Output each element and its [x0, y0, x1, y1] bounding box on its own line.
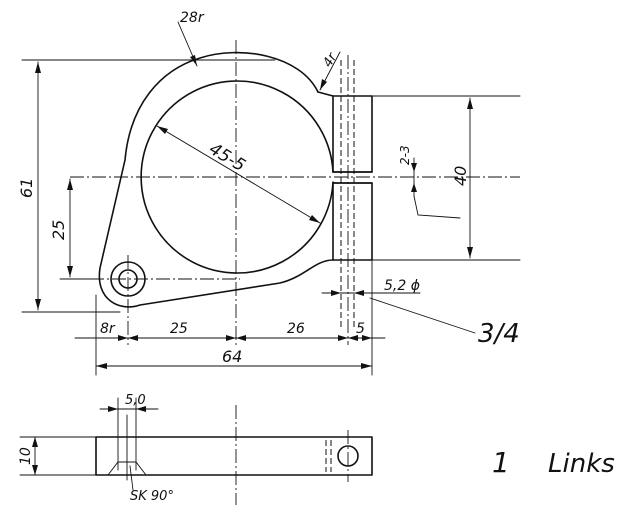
- label-28r: 28r: [180, 10, 205, 26]
- label-slot-gap: 2-3: [398, 145, 412, 165]
- label-25-horizontal: 25: [170, 321, 188, 337]
- label-hole-dia: 5,2 ϕ: [384, 278, 420, 294]
- dim-hole-arrow-1: [331, 290, 341, 296]
- dim-slot-arrow-2: [411, 183, 417, 192]
- label-part-ref: 3/4: [478, 319, 520, 349]
- sk-leader: [129, 465, 134, 491]
- clamp-block-upper: [332, 95, 373, 173]
- label-4r: 4r: [320, 49, 341, 70]
- dim-hole-arrow-2: [354, 290, 364, 296]
- label-10: 10: [18, 447, 34, 465]
- dim-dia-arrow-2: [309, 215, 320, 223]
- side-view: [19, 397, 373, 505]
- label-61: 61: [17, 178, 36, 198]
- label-25-vertical: 25: [49, 220, 68, 240]
- label-64: 64: [222, 347, 242, 366]
- dim-40-arrow-top: [467, 98, 473, 109]
- label-26: 26: [287, 321, 305, 337]
- side-hole: [337, 445, 359, 467]
- dim-10-arrow-2: [32, 465, 38, 475]
- label-5-0: 5,0: [125, 393, 146, 408]
- dim-dia-line: [156, 125, 321, 224]
- dim-40-arrow-bottom: [467, 247, 473, 258]
- label-40: 40: [451, 166, 470, 186]
- dim-slot-arrow-1: [411, 163, 417, 172]
- label-diameter: 45-5: [205, 139, 248, 176]
- part-outline: [98, 51, 334, 308]
- dim-5-0-arrow-2: [136, 406, 146, 412]
- leader-4r-arrow: [320, 79, 327, 90]
- dim-61-arrow-bottom: [35, 299, 41, 310]
- label-8r: 8r: [100, 321, 116, 337]
- leader-3-4: [369, 297, 476, 334]
- leader-28r-arrow: [190, 55, 197, 66]
- dim-row1-arrow-e: [338, 335, 348, 341]
- top-view: [21, 21, 521, 376]
- side-outline: [95, 436, 373, 476]
- slot-leader: [413, 195, 461, 219]
- dim-row1-arrow-c: [226, 335, 236, 341]
- dim-5-0-arrow-1: [108, 406, 118, 412]
- label-part-name: Links: [548, 449, 615, 479]
- dim-64-arrow-1: [96, 363, 107, 369]
- dim-64-arrow-2: [361, 363, 372, 369]
- dim-row1-arrow-a: [118, 335, 128, 341]
- label-countersink: SK 90°: [130, 489, 174, 504]
- dim-dia-arrow-1: [157, 126, 168, 134]
- label-part-number: 1: [492, 446, 510, 479]
- dim-row1-arrow-g: [362, 335, 372, 341]
- fillet-4r-edge: [317, 91, 334, 97]
- label-5: 5: [356, 321, 365, 337]
- dim-25v-arrow-top: [67, 179, 73, 190]
- dim-row1-arrow-f: [348, 335, 358, 341]
- clamp-block-lower: [332, 182, 373, 261]
- dim-25v-arrow-bottom: [67, 266, 73, 277]
- dim-61-arrow-top: [35, 62, 41, 73]
- dim-row1-arrow-b: [128, 335, 138, 341]
- dim-row1-arrow-d: [236, 335, 246, 341]
- dim-10-arrow-1: [32, 437, 38, 447]
